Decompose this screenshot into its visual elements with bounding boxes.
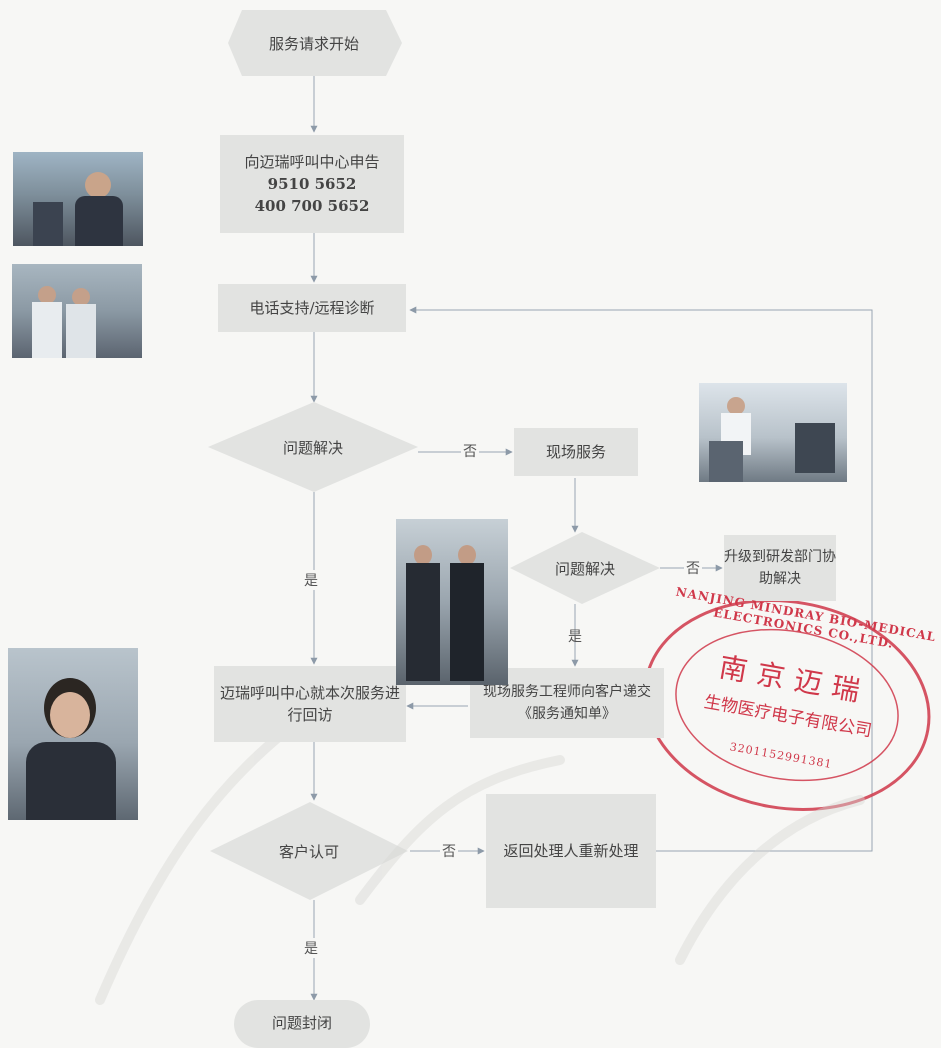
call-center-agents-photo <box>13 152 143 246</box>
phone-support-label: 电话支持/远程诊断 <box>249 299 375 317</box>
engineers-walking-photo <box>396 519 508 685</box>
onsite-service-box: 现场服务 <box>514 428 638 476</box>
decision2-diamond <box>510 532 660 604</box>
upgrade-label: 升级到研发部门协助解决 <box>724 549 836 587</box>
reprocess-label: 返回处理人重新处理 <box>503 842 639 860</box>
decision3-node: 客户认可 <box>210 802 408 900</box>
start-node: 服务请求开始 <box>242 10 386 76</box>
decision1-label: 问题解决 <box>282 438 343 457</box>
decision3-diamond <box>210 802 408 900</box>
decision2-yes-label: 是 <box>568 629 582 645</box>
hotline-number-1: 9510 5652 <box>267 175 357 193</box>
decision2-node: 问题解决 <box>510 532 660 604</box>
followup-label: 迈瑞呼叫中心就本次服务进行回访 <box>219 684 400 724</box>
decision3-no-label: 否 <box>440 841 458 861</box>
stamp-number: 3201152991381 <box>728 740 834 772</box>
decision1-yes-label: 是 <box>302 570 320 590</box>
connector-reprocess-loop-back <box>409 306 873 852</box>
decision2-label: 问题解决 <box>554 559 615 578</box>
decision2-no-label: 否 <box>684 558 702 578</box>
followup-box: 迈瑞呼叫中心就本次服务进行回访 <box>214 666 406 742</box>
call-center-box: 向迈瑞呼叫中心申告 9510 5652 400 700 5652 <box>220 135 404 233</box>
phone-support-box: 电话支持/远程诊断 <box>218 284 406 332</box>
decision3-yes-label: 是 <box>302 938 320 958</box>
decision1-diamond <box>208 402 418 492</box>
hotline-number-2: 400 700 5652 <box>254 197 370 215</box>
end-node: 问题封闭 <box>234 1000 370 1044</box>
end-pill <box>234 1000 370 1048</box>
decision3-label: 客户认可 <box>278 842 339 861</box>
end-label: 问题封闭 <box>271 1013 332 1032</box>
start-label: 服务请求开始 <box>268 34 359 53</box>
service-staff-photo <box>12 264 142 358</box>
onsite-service-label: 现场服务 <box>545 443 606 461</box>
headset-agent-photo <box>8 648 138 820</box>
reprocess-box: 返回处理人重新处理 <box>486 794 656 908</box>
decision1-node: 问题解决 <box>208 402 418 492</box>
upgrade-box: 升级到研发部门协助解决 <box>724 535 836 601</box>
engineer-submit-label: 现场服务工程师向客户递交《服务通知单》 <box>483 684 651 722</box>
decision1-no-label: 否 <box>461 441 479 461</box>
call-center-label: 向迈瑞呼叫中心申告 <box>244 153 380 171</box>
stamp-ring-inner <box>675 628 899 782</box>
ink-watermark <box>95 715 865 1005</box>
start-hexagon <box>228 10 402 76</box>
onsite-team-photo <box>699 383 847 482</box>
